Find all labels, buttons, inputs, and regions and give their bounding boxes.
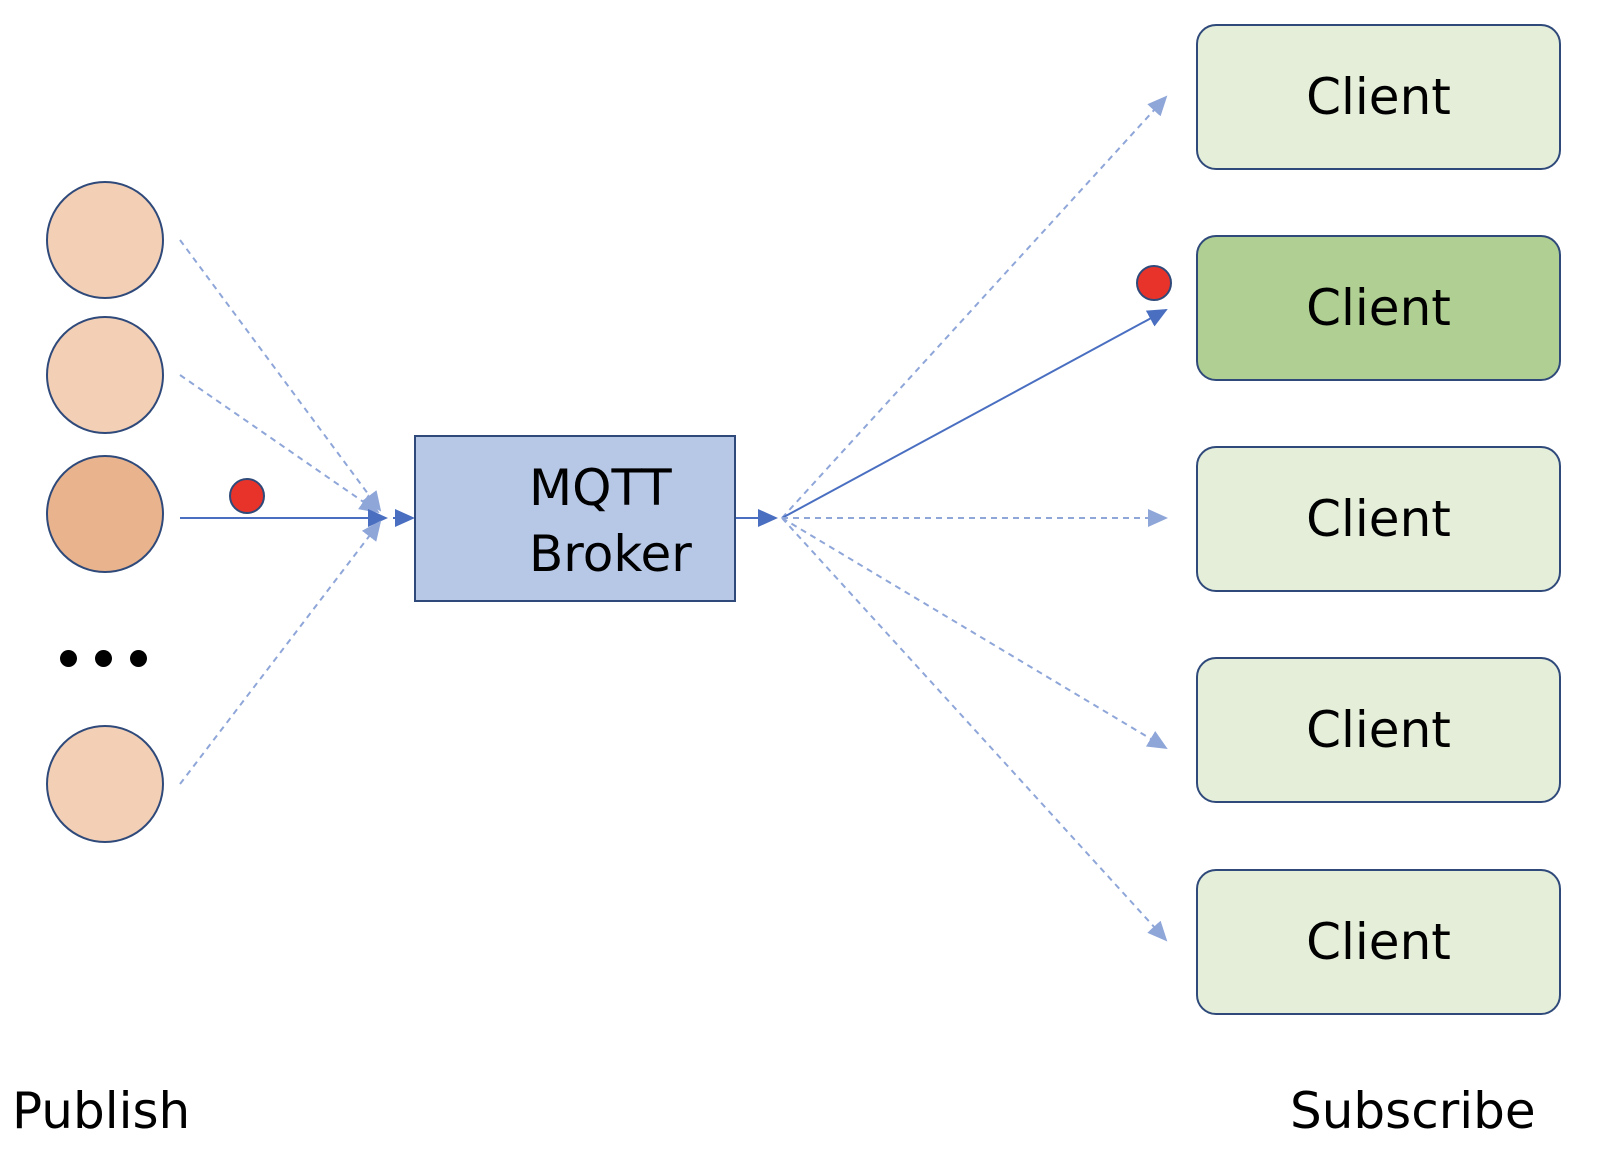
ellipsis-dot (60, 650, 77, 667)
client-label: Client (1306, 701, 1451, 759)
publisher-node (46, 316, 164, 434)
subscriber-client: Client (1196, 446, 1561, 592)
active-subscriber-client: Client (1196, 235, 1561, 381)
publisher-node (46, 181, 164, 299)
client-1-connector (781, 95, 1168, 519)
publisher-1-connector (179, 239, 382, 512)
delivered-message-dot (1136, 265, 1172, 301)
client-label: Client (1306, 68, 1451, 126)
active-publisher-node (46, 455, 164, 573)
subscriber-client: Client (1196, 869, 1561, 1015)
client-5-connector (781, 517, 1168, 942)
subscribe-label: Subscribe (1290, 1082, 1536, 1140)
publish-message-dot (229, 478, 265, 514)
more-publishers-ellipsis (60, 650, 147, 667)
broker-label-line1: MQTT (529, 459, 672, 517)
client-2-connector (781, 309, 1168, 519)
subscriber-client: Client (1196, 24, 1561, 170)
mqtt-broker: MQTT Broker (414, 435, 736, 602)
publisher-2-connector (179, 374, 380, 514)
ellipsis-dot (130, 650, 147, 667)
subscriber-client: Client (1196, 657, 1561, 803)
publish-label: Publish (12, 1082, 191, 1140)
client-label: Client (1306, 279, 1451, 337)
ellipsis-dot (95, 650, 112, 667)
client-4-connector (781, 517, 1168, 750)
client-label: Client (1306, 490, 1451, 548)
client-label: Client (1306, 913, 1451, 971)
broker-label-line2: Broker (529, 525, 692, 583)
publisher-n-connector (179, 520, 382, 785)
publisher-node (46, 725, 164, 843)
